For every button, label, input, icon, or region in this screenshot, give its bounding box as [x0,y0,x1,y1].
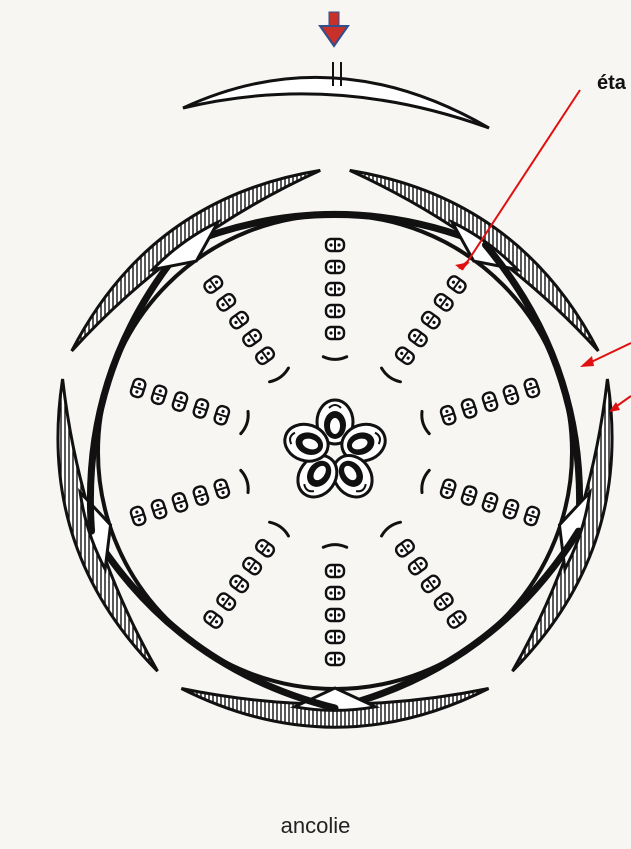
stamen-annotation-arrow [462,90,580,270]
stamen [394,538,416,558]
stamen [228,310,250,330]
staminode [323,357,346,360]
stamen [482,391,499,412]
stamen [151,499,168,520]
stamen [420,574,442,594]
stamen [461,398,478,419]
stamen [420,310,442,330]
stamen [215,592,237,612]
stamen [394,346,416,366]
carpel-group [280,400,390,505]
staminode [270,522,289,536]
stamen [192,485,209,506]
stamen-row-1 [326,239,344,339]
stamen [326,653,344,665]
stamen-whorl [130,239,541,665]
staminode [422,411,429,433]
stamen [326,239,344,251]
staminode-ring [241,357,429,548]
staminode [382,522,401,536]
stamen [502,384,519,405]
annotation-label-partial: éta [597,72,626,95]
stamen [241,328,263,348]
stamen [203,609,225,629]
stamen [523,378,540,399]
stamen-row-2 [394,274,467,365]
stamen [203,274,225,294]
stamen [171,391,188,412]
staminode [323,545,346,548]
staminode [422,470,429,492]
stamen [502,499,519,520]
stamen [446,274,468,294]
stamen [326,609,344,621]
axis-bract [183,62,489,128]
stamen [326,631,344,643]
stamen [407,556,429,576]
staminode [241,411,248,433]
stamen-row-7 [203,538,276,629]
stamen [254,346,276,366]
stamen [228,574,250,594]
stamen [215,292,237,312]
stamen [213,478,230,499]
stamen-row-10 [203,274,276,365]
top-pointer-arrow [320,12,348,46]
stamen-row-5 [394,538,467,629]
stamen [440,478,457,499]
stamen [523,506,540,527]
stamen-row-3 [440,378,541,426]
stamen [130,506,147,527]
staminode [382,368,401,382]
stamen [326,565,344,577]
stamen [254,538,276,558]
stamen [326,305,344,317]
stamen [326,587,344,599]
stamen [446,609,468,629]
stamen [433,292,455,312]
stamen [482,492,499,513]
stamen [407,328,429,348]
stamen-row-4 [440,478,541,526]
diagram-caption: ancolie [0,813,631,839]
stamen [241,556,263,576]
stamen [213,405,230,426]
staminode [270,368,289,382]
stamen [461,485,478,506]
stamen [326,283,344,295]
stamen [171,492,188,513]
stamen-row-8 [130,478,231,526]
stamen-row-6 [326,565,344,665]
stamen [151,384,168,405]
stamen [326,261,344,273]
stamen-row-9 [130,378,231,426]
stamen [433,592,455,612]
staminode [241,470,248,492]
stamen [440,405,457,426]
stamen [192,398,209,419]
stamen [326,327,344,339]
stamen [130,378,147,399]
